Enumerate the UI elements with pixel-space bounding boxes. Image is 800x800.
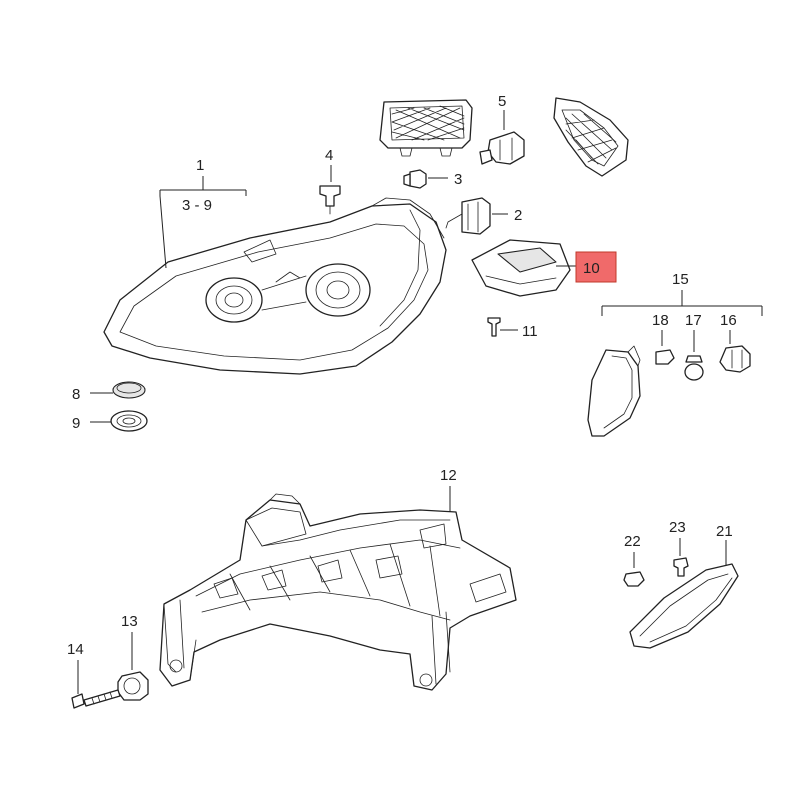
callout-3-label: 3: [454, 171, 462, 188]
part-15-side-marker-lamp: [587, 345, 641, 437]
callout-18-label: 18: [652, 312, 669, 329]
part-4-bulb: 4: [319, 147, 341, 215]
part-13-bushing: 13: [117, 613, 149, 701]
callout-11-label: 11: [522, 323, 538, 340]
callout-15-label: 15: [672, 271, 689, 288]
part-2-igniter: 2: [445, 197, 522, 235]
callout-14-label: 14: [67, 641, 84, 658]
part-14-bolt: 14: [67, 641, 121, 709]
part-18-bulb: 18: [652, 312, 675, 365]
callout-2-label: 2: [514, 207, 522, 224]
part-12-carrier: 12: [159, 467, 517, 691]
callout-10-highlight: [575, 251, 617, 283]
callout-4-label: 4: [325, 147, 333, 164]
callout-13-label: 13: [121, 613, 138, 630]
callout-15-group: 15: [601, 271, 763, 316]
part-10-ballast: 10: [471, 239, 617, 297]
callout-1-range-label: 3 - 9: [182, 197, 212, 214]
part-5-bulb: 5: [479, 93, 525, 165]
callout-22-label: 22: [624, 533, 641, 550]
callout-16-label: 16: [720, 312, 737, 329]
headlight-assembly: [103, 197, 447, 375]
grille-cover-left: [379, 99, 473, 157]
callout-8-label: 8: [72, 386, 80, 403]
part-16-socket: 16: [719, 312, 751, 373]
part-21-reflector: 21: [629, 523, 739, 649]
callout-23-label: 23: [669, 519, 686, 536]
callout-1-label: 1: [196, 157, 204, 174]
callout-17-label: 17: [685, 312, 702, 329]
part-8-cap: 8: [72, 381, 146, 403]
callout-9-label: 9: [72, 415, 80, 432]
part-23-screw: 23: [669, 519, 689, 577]
part-17-bulb: 17: [684, 312, 704, 381]
part-3-bulb: 3: [403, 169, 462, 189]
callout-21-label: 21: [716, 523, 733, 540]
part-22-bulb: 22: [623, 533, 645, 587]
callout-5-label: 5: [498, 93, 506, 110]
callout-12-label: 12: [440, 467, 457, 484]
callout-1-group: 1 3 - 9: [159, 157, 247, 269]
grille-cover-right: [553, 97, 629, 177]
callout-10-label: 10: [583, 260, 600, 277]
part-9-seal: 9: [72, 410, 148, 432]
part-11-screw: 11: [487, 317, 538, 340]
